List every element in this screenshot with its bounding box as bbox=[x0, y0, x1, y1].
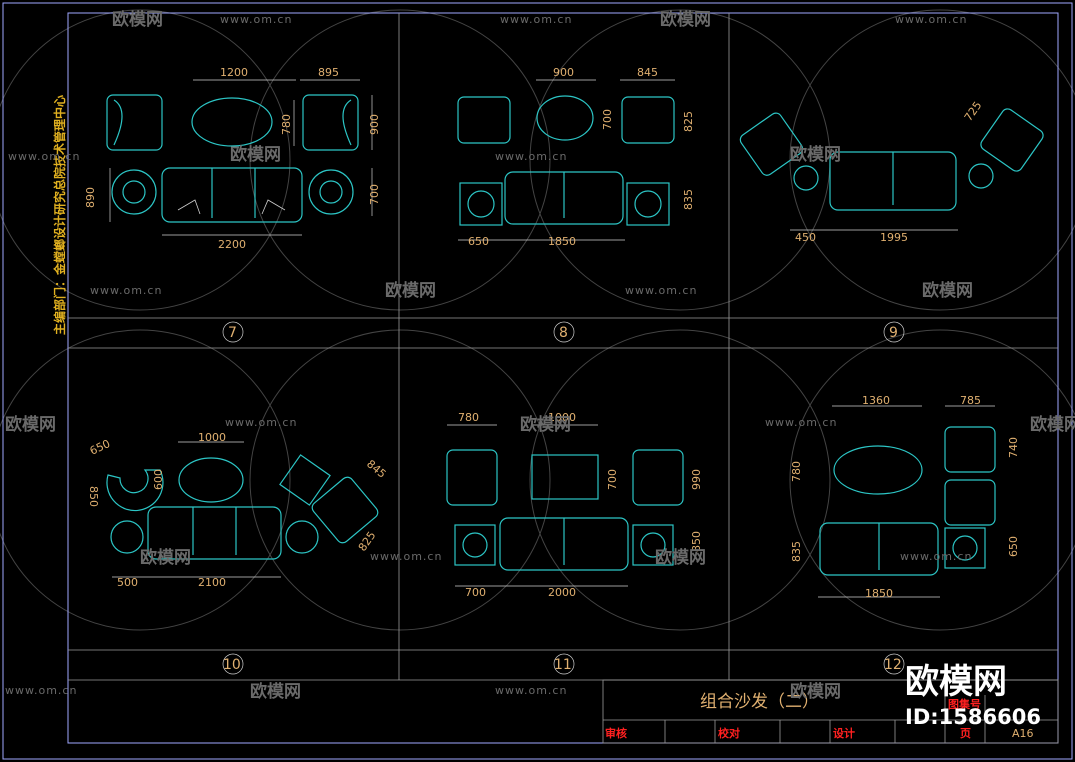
wm-brand: 欧模网 bbox=[660, 9, 711, 30]
wm-brand: 欧模网 bbox=[922, 280, 973, 301]
panel-7: 1200 895 780 900 890 700 2200 7 bbox=[84, 66, 381, 343]
wm-url: www.om.cn bbox=[8, 150, 80, 163]
dim-12-2: 785 bbox=[960, 394, 981, 407]
dim-7-5: 890 bbox=[84, 187, 97, 208]
label-reviewer: 审核 bbox=[605, 726, 627, 740]
id-stamp: 欧模网 ID:1586606 bbox=[905, 662, 1041, 729]
label-code: A16 bbox=[1012, 727, 1034, 740]
dim-7-6: 700 bbox=[368, 184, 381, 205]
label-page: 页 bbox=[960, 727, 971, 740]
dim-12-7: 1850 bbox=[865, 587, 893, 600]
wm-brand: 欧模网 bbox=[385, 280, 436, 301]
dim-11-7: 2000 bbox=[548, 586, 576, 599]
dim-11-6: 700 bbox=[465, 586, 486, 599]
wm-url: www.om.cn bbox=[495, 150, 567, 163]
wm-brand: 欧模网 bbox=[112, 9, 163, 30]
label-checker: 校对 bbox=[718, 726, 740, 740]
dim-11-5: 850 bbox=[690, 531, 703, 552]
dim-7-3: 780 bbox=[280, 114, 293, 135]
wm-brand: 欧模网 bbox=[5, 414, 56, 435]
wm-url: www.om.cn bbox=[225, 416, 297, 429]
watermark-arcs bbox=[0, 9, 1075, 631]
panel-number-10: 10 bbox=[223, 657, 241, 673]
wm-url: www.om.cn bbox=[370, 550, 442, 563]
dim-10-5: 845 bbox=[364, 457, 388, 480]
panel-number-9: 9 bbox=[889, 325, 898, 341]
dim-11-1: 780 bbox=[458, 411, 479, 424]
wm-brand: 欧模网 bbox=[230, 144, 281, 165]
dim-8-3: 700 bbox=[601, 109, 614, 130]
title-block: 组合沙发（二） 审核 校对 设计 图集号 页 A16 bbox=[602, 679, 1059, 744]
dim-12-4: 740 bbox=[1007, 437, 1020, 458]
panel-number-12: 12 bbox=[884, 657, 902, 673]
dim-12-1: 1360 bbox=[862, 394, 890, 407]
wm-url: www.om.cn bbox=[495, 684, 567, 697]
dim-7-4: 900 bbox=[368, 114, 381, 135]
panel-number-7: 7 bbox=[228, 325, 237, 341]
dim-12-6: 650 bbox=[1007, 536, 1020, 557]
panel-10: 650 1000 600 850 845 825 500 2100 10 bbox=[87, 431, 389, 675]
wm-brand: 欧模网 bbox=[1030, 414, 1075, 435]
dim-9-3: 1995 bbox=[880, 231, 908, 244]
dim-9-2: 450 bbox=[795, 231, 816, 244]
wm-brand: 欧模网 bbox=[140, 547, 191, 568]
label-designer: 设计 bbox=[833, 726, 855, 740]
panel-12: 1360 785 780 740 835 650 1850 12 bbox=[790, 394, 1020, 675]
dim-7-1: 1200 bbox=[220, 66, 248, 79]
dim-7-7: 2200 bbox=[218, 238, 246, 251]
inner-frame bbox=[67, 12, 1059, 744]
dim-7-2: 895 bbox=[318, 66, 339, 79]
dim-12-5: 835 bbox=[790, 541, 803, 562]
wm-url: www.om.cn bbox=[900, 550, 972, 563]
wm-brand: 欧模网 bbox=[250, 681, 301, 702]
dim-10-7: 500 bbox=[117, 576, 138, 589]
dim-10-1: 650 bbox=[88, 437, 113, 458]
dim-8-6: 650 bbox=[468, 235, 489, 248]
wm-url: www.om.cn bbox=[765, 416, 837, 429]
dim-8-2: 845 bbox=[637, 66, 658, 79]
dim-9-1: 725 bbox=[962, 99, 985, 124]
panel-8: 900 845 700 825 835 650 1850 8 bbox=[457, 66, 695, 343]
wm-url: www.om.cn bbox=[5, 684, 77, 697]
stamp-brand: 欧模网 bbox=[905, 662, 1007, 702]
dim-10-3: 600 bbox=[152, 469, 165, 490]
dim-12-3: 780 bbox=[790, 461, 803, 482]
dim-8-5: 835 bbox=[682, 189, 695, 210]
wm-url: www.om.cn bbox=[90, 284, 162, 297]
panel-9: 725 450 1995 9 bbox=[739, 99, 1044, 343]
panel-number-11: 11 bbox=[554, 657, 572, 673]
wm-url: www.om.cn bbox=[220, 13, 292, 26]
sheet-title: 组合沙发（二） bbox=[700, 692, 819, 712]
wm-url: www.om.cn bbox=[500, 13, 572, 26]
panel-number-8: 8 bbox=[559, 325, 568, 341]
watermarks: www.om.cn 欧模网 www.om.cn 欧模网 www.om.cn ww… bbox=[5, 9, 1075, 702]
dim-10-2: 1000 bbox=[198, 431, 226, 444]
dim-10-8: 2100 bbox=[198, 576, 226, 589]
wm-brand: 欧模网 bbox=[790, 681, 841, 702]
side-department-text: 主编部门：金螳螂设计研究总院技术管理中心 bbox=[52, 95, 67, 335]
wm-url: www.om.cn bbox=[625, 284, 697, 297]
wm-brand: 欧模网 bbox=[520, 414, 571, 435]
label-sheet-no: 图集号 bbox=[948, 697, 981, 711]
dim-11-3: 700 bbox=[606, 469, 619, 490]
dim-11-4: 990 bbox=[690, 469, 703, 490]
dim-10-4: 850 bbox=[87, 486, 100, 507]
wm-brand: 欧模网 bbox=[655, 547, 706, 568]
dim-8-7: 1850 bbox=[548, 235, 576, 248]
stamp-id: ID:1586606 bbox=[905, 705, 1041, 729]
dim-8-4: 825 bbox=[682, 111, 695, 132]
dim-8-1: 900 bbox=[553, 66, 574, 79]
dim-11-2: 1000 bbox=[548, 411, 576, 424]
wm-brand: 欧模网 bbox=[790, 144, 841, 165]
wm-url: www.om.cn bbox=[895, 13, 967, 26]
panel-11: 780 1000 700 990 850 700 2000 11 bbox=[446, 411, 703, 675]
